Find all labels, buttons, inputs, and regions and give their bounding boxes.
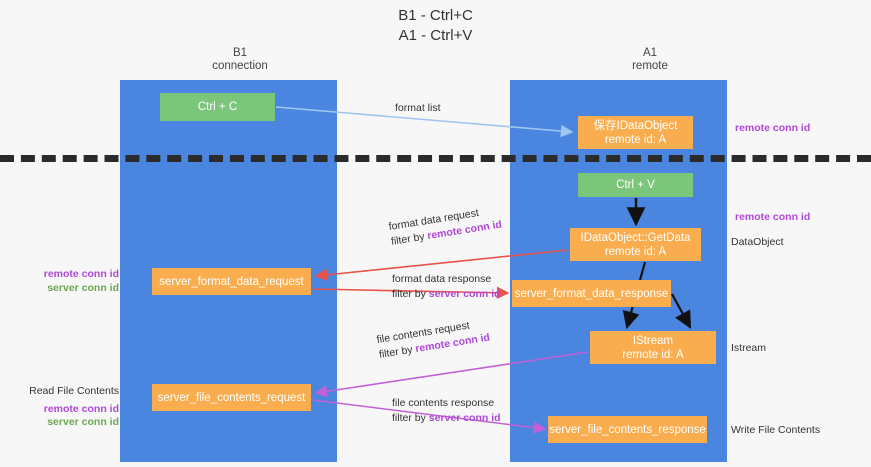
- column-b1-role: connection: [212, 60, 268, 72]
- column-a1-role: remote: [632, 60, 668, 72]
- node-server-format-data-response[interactable]: server_format_data_response: [512, 280, 671, 307]
- node-ctrl-v-label: Ctrl + V: [616, 179, 655, 191]
- node-sfd-request-label: server_format_data_request: [159, 275, 304, 288]
- node-getdata-subtitle: remote id: A: [604, 245, 667, 258]
- edge-label-file-contents-request: file contents request filter by remote c…: [376, 316, 491, 363]
- node-server-format-data-request[interactable]: server_format_data_request: [152, 268, 311, 295]
- left-1-server-conn-id: server conn id: [47, 281, 119, 294]
- annotation-right-write-file-contents: Write File Contents: [731, 424, 821, 436]
- node-sfd-response-label: server_format_data_response: [514, 287, 669, 300]
- left-2-remote-conn-id: remote conn id: [43, 402, 119, 415]
- edge-label-fcresp-title: file contents response: [392, 397, 495, 409]
- annotation-left-conn-ids-1: remote conn id server conn id: [14, 268, 119, 295]
- fcresp-filter-prefix: filter by: [392, 412, 429, 424]
- column-header-a1: A1 remote: [550, 47, 750, 73]
- title-line-1: B1 - Ctrl+C: [398, 7, 473, 24]
- left-2-read-file-contents: Read File Contents: [29, 385, 119, 397]
- left-2-server-conn-id: server conn id: [47, 416, 119, 428]
- fdresp-filter-key: server conn id: [428, 288, 501, 300]
- node-getdata-label: IDataObject::GetData: [580, 231, 691, 244]
- node-idataobject-subtitle: remote id: A: [604, 133, 667, 146]
- annotation-right-istream: Istream: [731, 342, 767, 354]
- node-server-file-contents-response[interactable]: server_file_contents_response: [548, 416, 707, 443]
- edge-label-fcresp-filter: filter by server conn id: [392, 411, 501, 426]
- node-ctrl-c-label: Ctrl + C: [197, 101, 238, 113]
- fcresp-filter-key: server conn id: [428, 412, 501, 424]
- node-idataobject-label: 保存IDataObject: [593, 119, 678, 132]
- left-1-remote-conn-id: remote conn id: [43, 268, 119, 280]
- edge-label-format-list-text: format list: [395, 102, 441, 114]
- column-b1-name: B1: [232, 47, 248, 59]
- edge-label-fdresp-title: format data response: [392, 273, 492, 285]
- annotation-right-remote-conn-id-1: remote conn id: [735, 122, 811, 134]
- node-idataobject[interactable]: 保存IDataObject remote id: A: [578, 116, 693, 149]
- column-header-b1: B1 connection: [140, 47, 340, 73]
- edge-label-format-list: format list: [395, 101, 441, 116]
- node-ctrl-v[interactable]: Ctrl + V: [578, 173, 693, 197]
- annotation-left-conn-ids-2: Read File Contents remote conn id server…: [14, 385, 119, 430]
- phase-divider: [0, 155, 871, 162]
- node-istream-subtitle: remote id: A: [622, 348, 684, 361]
- edge-label-file-contents-response: file contents response filter by server …: [392, 396, 501, 426]
- column-a1-name: A1: [642, 47, 658, 59]
- fdresp-filter-prefix: filter by: [392, 288, 429, 300]
- page-title: B1 - Ctrl+C A1 - Ctrl+V: [0, 6, 871, 46]
- node-istream[interactable]: IStream remote id: A: [590, 331, 716, 364]
- title-line-2: A1 - Ctrl+V: [398, 27, 473, 44]
- node-sfc-request-label: server_file_contents_request: [157, 391, 306, 404]
- edge-label-format-data-response: format data response filter by server co…: [392, 272, 501, 302]
- annotation-right-remote-conn-id-2: remote conn id: [735, 211, 811, 223]
- node-istream-label: IStream: [632, 334, 674, 347]
- node-server-file-contents-request[interactable]: server_file_contents_request: [152, 384, 311, 411]
- node-sfc-response-label: server_file_contents_response: [549, 423, 706, 436]
- edge-label-fdresp-filter: filter by server conn id: [392, 287, 501, 302]
- annotation-right-dataobject: DataObject: [731, 236, 784, 248]
- node-idataobject-getdata[interactable]: IDataObject::GetData remote id: A: [570, 228, 701, 261]
- node-ctrl-c[interactable]: Ctrl + C: [160, 93, 275, 121]
- edge-label-format-data-request: format data request filter by remote con…: [388, 203, 503, 250]
